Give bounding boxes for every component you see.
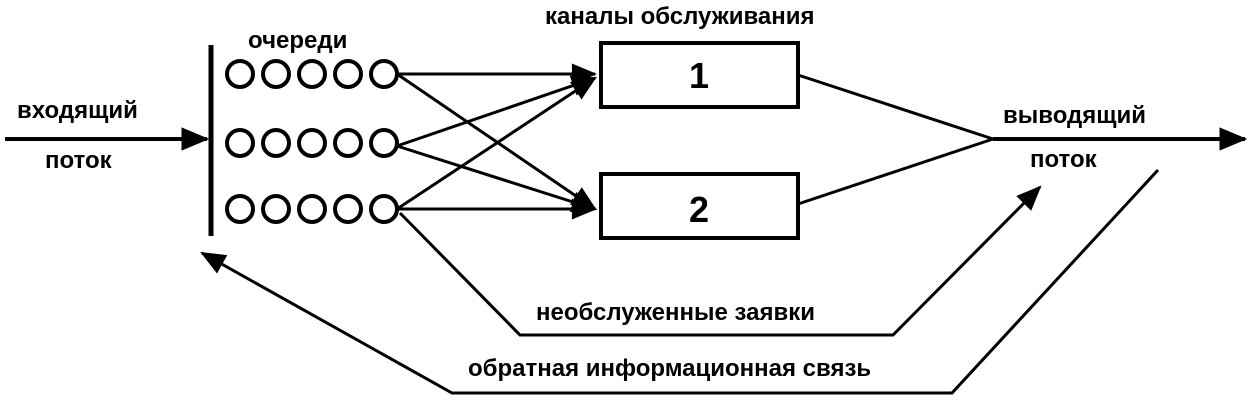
route-q2-c2 — [396, 144, 598, 213]
route-q2-c1 — [396, 75, 597, 148]
outgoing-flow-label-line2: поток — [1030, 146, 1097, 173]
route-q1-c2 — [396, 72, 597, 211]
queue-slot — [333, 128, 363, 158]
queue-slot — [225, 59, 255, 89]
queue-slot — [261, 194, 291, 224]
channel-box-2: 2 — [599, 172, 800, 240]
queue-slot — [369, 128, 399, 158]
feedback-path — [200, 168, 1160, 395]
channel-2-label: 2 — [689, 189, 709, 230]
queues-label: очереди — [248, 27, 348, 54]
queue-3 — [225, 194, 399, 224]
queue-slot — [369, 194, 399, 224]
queue-slot — [225, 128, 255, 158]
incoming-flow-label-line2: поток — [45, 147, 112, 174]
queue-slot — [297, 128, 327, 158]
queue-1 — [225, 59, 399, 89]
feedback-label: обратная информационная связь — [468, 355, 872, 382]
channel-1-label: 1 — [689, 55, 709, 96]
queues-group — [225, 59, 399, 224]
queue-slot — [333, 194, 363, 224]
incoming-flow-label-line1: входящий — [17, 97, 138, 124]
queue-slot — [261, 128, 291, 158]
output-merge-lines — [797, 73, 994, 206]
outgoing-flow-label-line1: выводящий — [1003, 102, 1147, 129]
channels-label: каналы обслуживания — [545, 3, 815, 30]
queue-slot — [225, 194, 255, 224]
queue-slot — [261, 59, 291, 89]
unserved-requests-path — [398, 185, 1042, 337]
route-q3-c1 — [396, 76, 597, 211]
routing-lines — [396, 63, 598, 220]
queue-2 — [225, 128, 399, 158]
queue-slot — [297, 59, 327, 89]
queue-slot — [333, 59, 363, 89]
unserved-requests-label: необслуженные заявки — [536, 299, 815, 326]
queue-slot — [297, 194, 327, 224]
channel-box-1: 1 — [599, 41, 800, 109]
queue-slot — [369, 59, 399, 89]
